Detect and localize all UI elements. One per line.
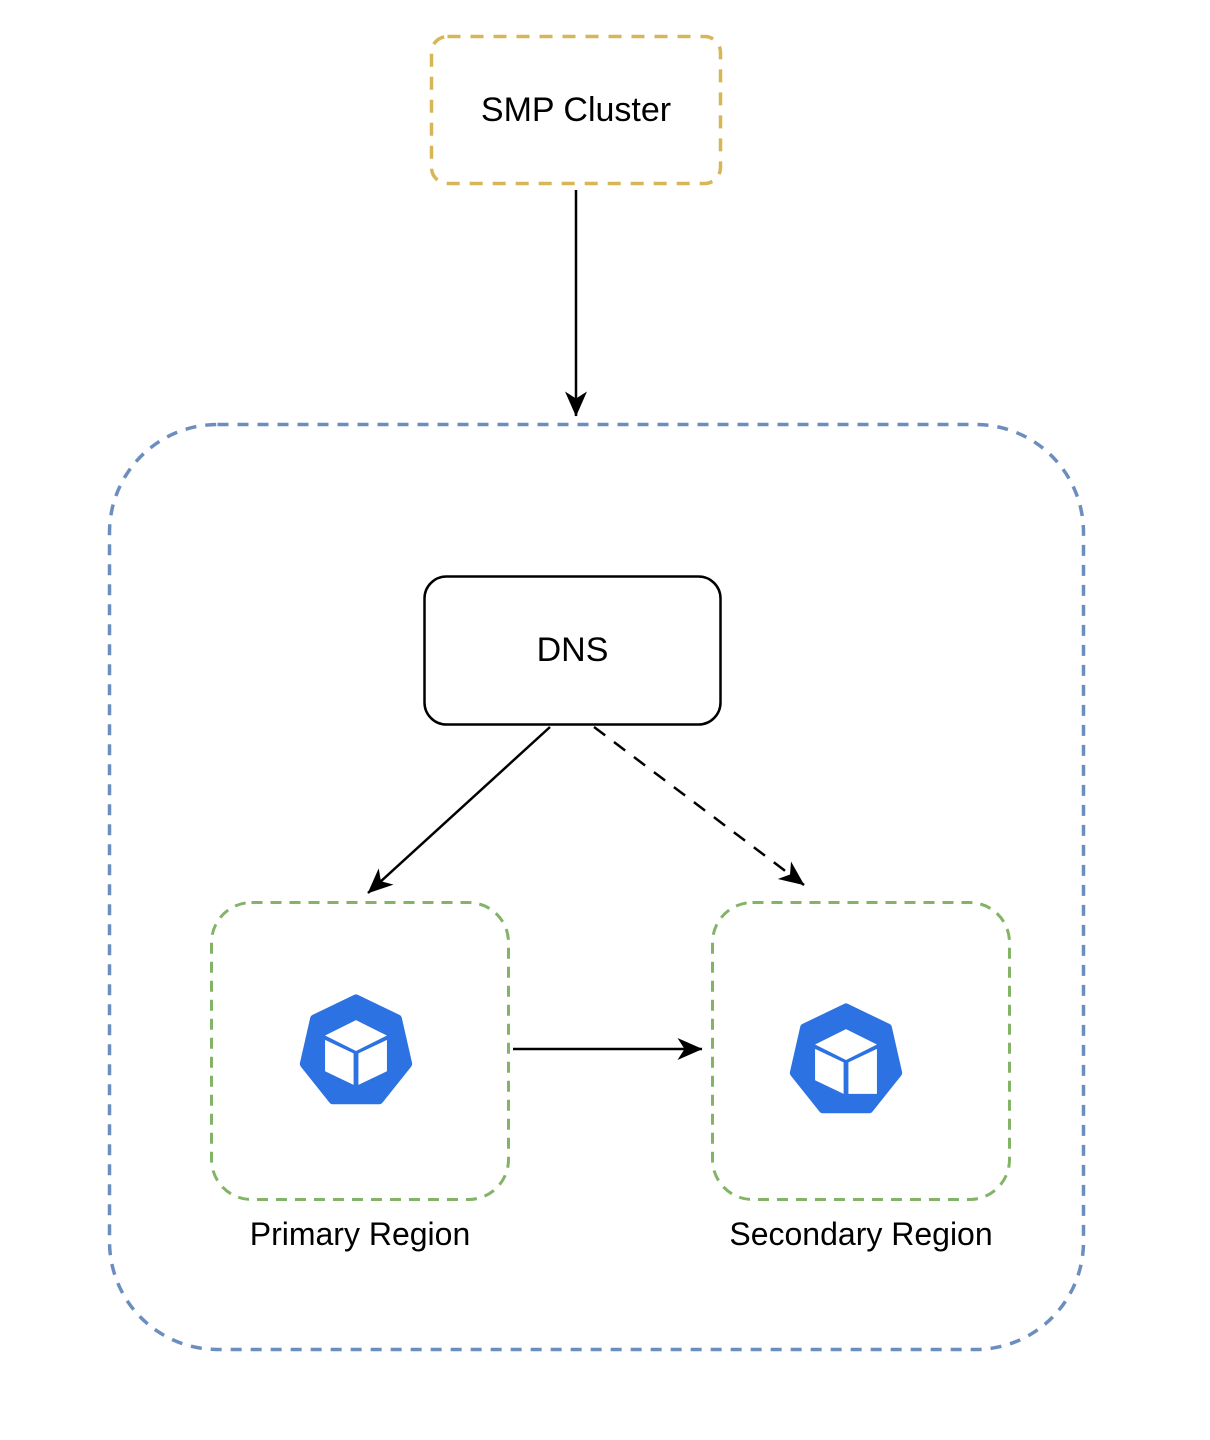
secondary-cluster-icon [789, 1003, 903, 1114]
cube-top-face [325, 1020, 387, 1051]
cube-right-face [848, 1048, 877, 1094]
outer-regions-container-box [107, 422, 1086, 1352]
cube-left-face [325, 1039, 354, 1085]
secondary-region-label: Secondary Region [729, 1215, 993, 1252]
edge-dns-to-primary-arrow [367, 726, 551, 894]
dns-box [423, 575, 722, 726]
primary-region-box [210, 901, 510, 1201]
cube-top-face [815, 1029, 877, 1060]
cube-left-face [815, 1048, 844, 1094]
primary-region-label: Primary Region [249, 1215, 471, 1252]
primary-cluster-icon [299, 994, 413, 1105]
secondary-region-box [711, 901, 1011, 1201]
dns-label: DNS [536, 630, 609, 669]
edge-dns-to-secondary-dashed-arrow [593, 726, 805, 886]
smp-cluster-box [429, 34, 723, 186]
cube-right-face [358, 1039, 387, 1085]
smp-cluster-label: SMP Cluster [480, 90, 672, 129]
